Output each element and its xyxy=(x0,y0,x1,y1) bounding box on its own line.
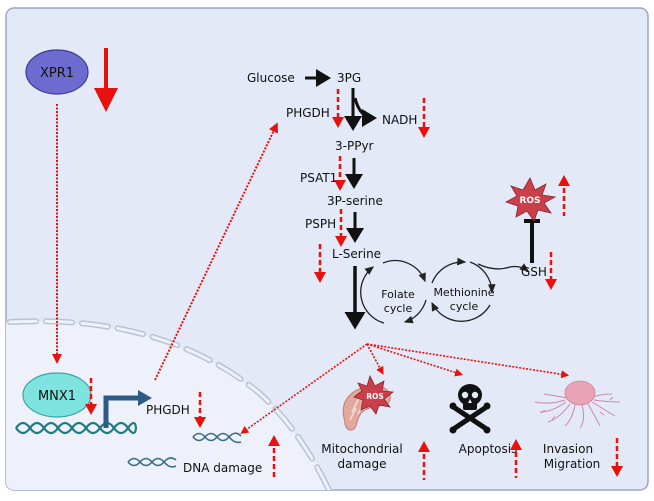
skull-crossbones-icon xyxy=(449,384,491,434)
mitochondrion-icon: ROS xyxy=(342,374,395,431)
nucleus-region xyxy=(6,321,330,490)
methionine-cycle xyxy=(431,257,496,322)
invasion-label: Invasion xyxy=(543,442,593,456)
mitochondrial-label-1: Mitochondrial xyxy=(321,442,402,456)
lserine-label: L-Serine xyxy=(332,247,381,261)
psph-label: PSPH xyxy=(305,217,336,231)
glucose-label: Glucose xyxy=(247,71,295,85)
gsh-down-arrow xyxy=(545,252,557,290)
3ppyr-label: 3-PPyr xyxy=(335,139,374,153)
xpr1-node: XPR1 xyxy=(25,49,89,95)
outcome-arrows xyxy=(240,343,570,434)
phgdh-gene-label: PHGDH xyxy=(146,403,190,417)
methionine-label-2: cycle xyxy=(450,300,479,313)
lserine-down-arrow xyxy=(314,244,326,283)
gene-to-enzyme-arrow xyxy=(154,122,278,381)
nadh-down-arrow xyxy=(418,98,430,138)
gsh-inhibits-ros xyxy=(524,219,540,263)
mitochondrial-label-2: damage xyxy=(337,457,386,471)
nadh-branch-arrow xyxy=(353,97,377,127)
3pg-label: 3PG xyxy=(337,71,361,85)
xpr1-label: XPR1 xyxy=(40,66,74,81)
mnx1-down-arrow xyxy=(85,378,97,415)
ros-burst-icon: ROS xyxy=(505,177,557,222)
apoptosis-up-arrow xyxy=(510,439,522,478)
methionine-label-1: Methionine xyxy=(433,286,494,299)
phgdh-enzyme-label: PHGDH xyxy=(286,106,330,120)
nadh-label: NADH xyxy=(382,113,417,127)
apoptosis-label: Apoptosis xyxy=(459,442,518,456)
migration-label: Migration xyxy=(544,457,601,471)
damaged-dna-icon xyxy=(127,432,242,468)
promoter-arrow xyxy=(103,390,152,428)
phgdh-enzyme-down-arrow xyxy=(332,89,344,128)
dna-damage-label: DNA damage xyxy=(183,461,262,475)
psat1-label: PSAT1 xyxy=(300,171,337,185)
methionine-to-gsh-arrow xyxy=(477,263,530,272)
phgdh-gene-down-arrow xyxy=(194,392,206,428)
invasion-down-arrow xyxy=(611,438,623,477)
ros-label: ROS xyxy=(519,196,540,206)
3pserine-label: 3P-serine xyxy=(327,194,383,208)
folate-label-1: Folate xyxy=(381,288,415,301)
psph-down-arrow xyxy=(335,209,347,247)
folate-cycle xyxy=(360,259,427,324)
mnx1-label: MNX1 xyxy=(38,389,76,404)
mito-ros-label: ROS xyxy=(366,392,384,401)
dna-helix xyxy=(15,421,138,435)
ros-up-arrow xyxy=(558,175,570,216)
mnx1-node: MNX1 xyxy=(22,372,92,418)
gsh-label: GSH xyxy=(521,265,547,279)
folate-label-2: cycle xyxy=(384,302,413,315)
xpr1-down-arrow xyxy=(94,48,118,112)
mitochondrial-up-arrow xyxy=(418,441,430,480)
invasive-tumor-icon xyxy=(534,380,621,429)
dna-damage-up-arrow xyxy=(268,435,280,478)
psat1-down-arrow xyxy=(334,156,346,191)
